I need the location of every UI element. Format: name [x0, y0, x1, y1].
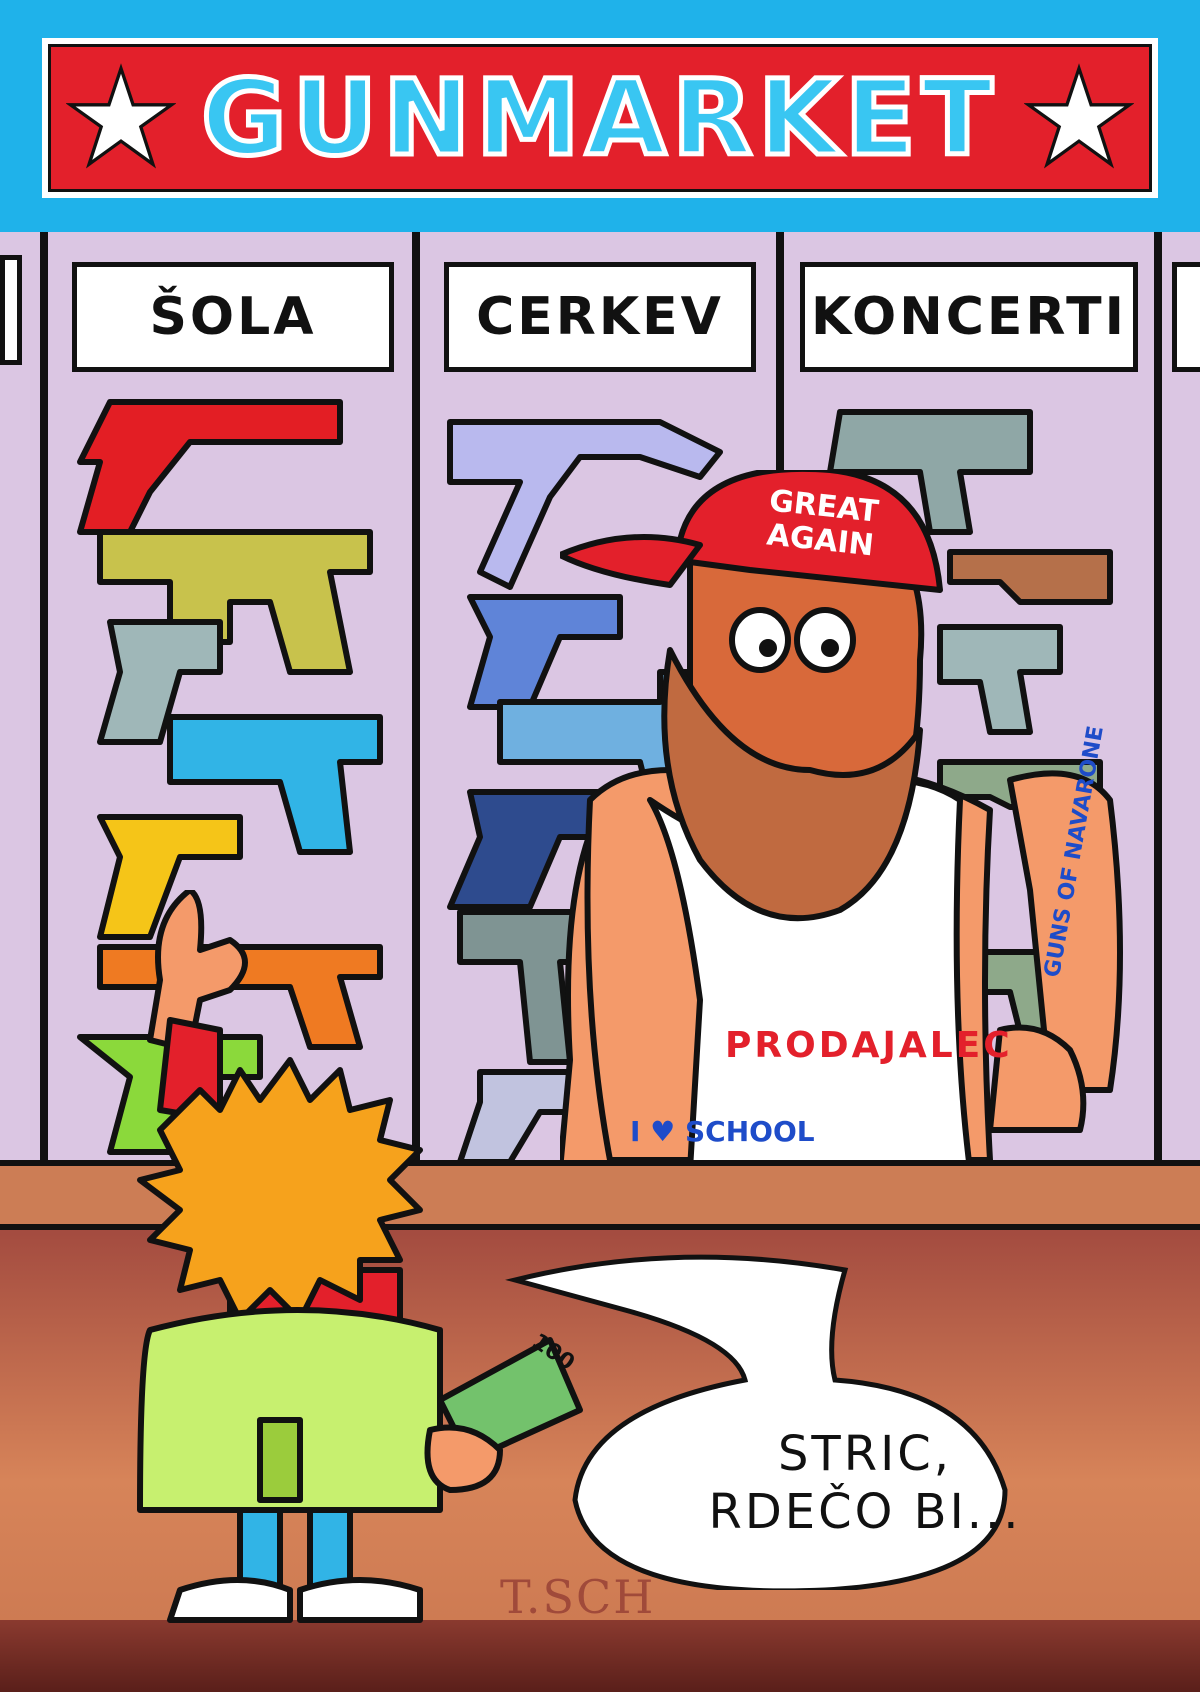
- assault-rifle-icon: [447, 419, 723, 590]
- kid-figure: [137, 890, 583, 1623]
- speech-line-1: STRIC,: [777, 1426, 953, 1482]
- shelf-divider: [40, 232, 48, 1172]
- star-icon: [66, 63, 176, 169]
- gunmarket-banner: GUNMARKET: [42, 38, 1158, 198]
- seller-figure: [560, 470, 1123, 1173]
- tattoo-school: I ♥ SCHOOL: [630, 1115, 815, 1148]
- shelf-label-koncerti: KONCERTI: [800, 262, 1138, 372]
- speech-bubble: [505, 1254, 1008, 1590]
- pistol-icon: [77, 399, 343, 535]
- shelf-divider: [1154, 232, 1162, 1172]
- shelf-label-partial: [0, 255, 22, 365]
- shelf-divider: [412, 232, 420, 1172]
- speech-line-2: RDEČO BI...: [708, 1484, 1022, 1540]
- banner-title: GUNMARKET: [199, 57, 999, 179]
- revolver-icon: [467, 594, 623, 710]
- pistol-icon: [97, 529, 373, 675]
- pistol-icon: [97, 814, 243, 940]
- floor: [0, 1620, 1200, 1692]
- rifle-icon: [947, 549, 1113, 605]
- pistol-icon: [167, 714, 383, 855]
- pistol-icon: [937, 624, 1063, 735]
- shelf-label-partial: [1172, 262, 1200, 372]
- guns-display: [77, 399, 1113, 1165]
- revolver-icon: [97, 619, 223, 745]
- artist-signature: T.SCH: [500, 1570, 656, 1624]
- shelf-label-sola: ŠOLA: [72, 262, 394, 372]
- shirt-text: PRODAJALEC: [725, 1025, 1013, 1066]
- smg-icon: [827, 409, 1033, 535]
- shelf-label-cerkev: CERKEV: [444, 262, 756, 372]
- cap-text: GREAT AGAIN: [765, 483, 881, 564]
- speech-text: STRIC, RDEČO BI...: [700, 1425, 1030, 1541]
- star-icon: [1024, 63, 1134, 169]
